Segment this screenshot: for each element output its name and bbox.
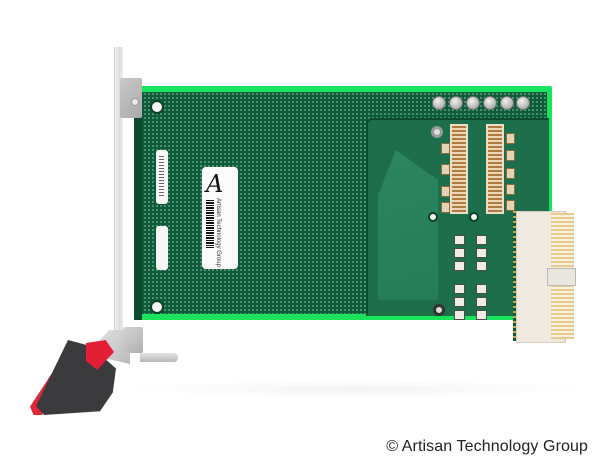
via-hole — [428, 212, 438, 222]
standoff — [433, 304, 445, 316]
copyright-watermark: © Artisan Technology Group — [386, 438, 588, 455]
resistor-pack — [476, 248, 487, 258]
resistor-pack — [454, 235, 465, 245]
standoff — [431, 126, 443, 138]
resistor-pack — [476, 297, 487, 307]
capacitor — [466, 96, 480, 110]
smd-component — [506, 184, 515, 195]
capacitor — [449, 96, 463, 110]
serial-label — [156, 150, 168, 204]
top-bracket — [120, 78, 142, 118]
capacitor — [500, 96, 514, 110]
board-shadow — [120, 380, 590, 398]
smd-component — [506, 168, 515, 179]
part-label — [156, 226, 168, 270]
barcode — [206, 200, 214, 248]
alignment-pin — [140, 353, 178, 362]
resistor-pack — [476, 310, 487, 320]
copper-pour — [378, 150, 438, 300]
capacitor — [516, 96, 530, 110]
connector-solder-pads — [513, 211, 517, 341]
smd-component — [441, 164, 450, 175]
mounting-hole — [150, 100, 164, 114]
front-panel — [114, 47, 123, 345]
resistor-pack — [476, 235, 487, 245]
smd-component — [506, 200, 515, 211]
mezzanine-connector — [486, 124, 504, 214]
resistor-pack — [476, 284, 487, 294]
smd-component — [441, 186, 450, 197]
capacitor — [432, 96, 446, 110]
bottom-bracket — [123, 327, 143, 353]
resistor-pack — [454, 248, 465, 258]
artisan-logo-icon: A — [206, 170, 224, 198]
resistor-pack — [454, 297, 465, 307]
smd-component — [506, 150, 515, 161]
resistor-pack — [454, 284, 465, 294]
smd-component — [506, 133, 515, 144]
resistor-pack — [476, 261, 487, 271]
smd-component — [441, 143, 450, 154]
mounting-hole — [150, 300, 164, 314]
mezzanine-connector — [450, 124, 468, 214]
pcb-left-strip — [134, 100, 142, 320]
capacitor — [483, 96, 497, 110]
label-company-text: Artisan Technology Group — [215, 198, 221, 267]
connector-key — [547, 268, 576, 286]
resistor-pack — [454, 261, 465, 271]
smd-component — [441, 202, 450, 213]
resistor-pack — [454, 310, 465, 320]
via-hole — [469, 212, 479, 222]
